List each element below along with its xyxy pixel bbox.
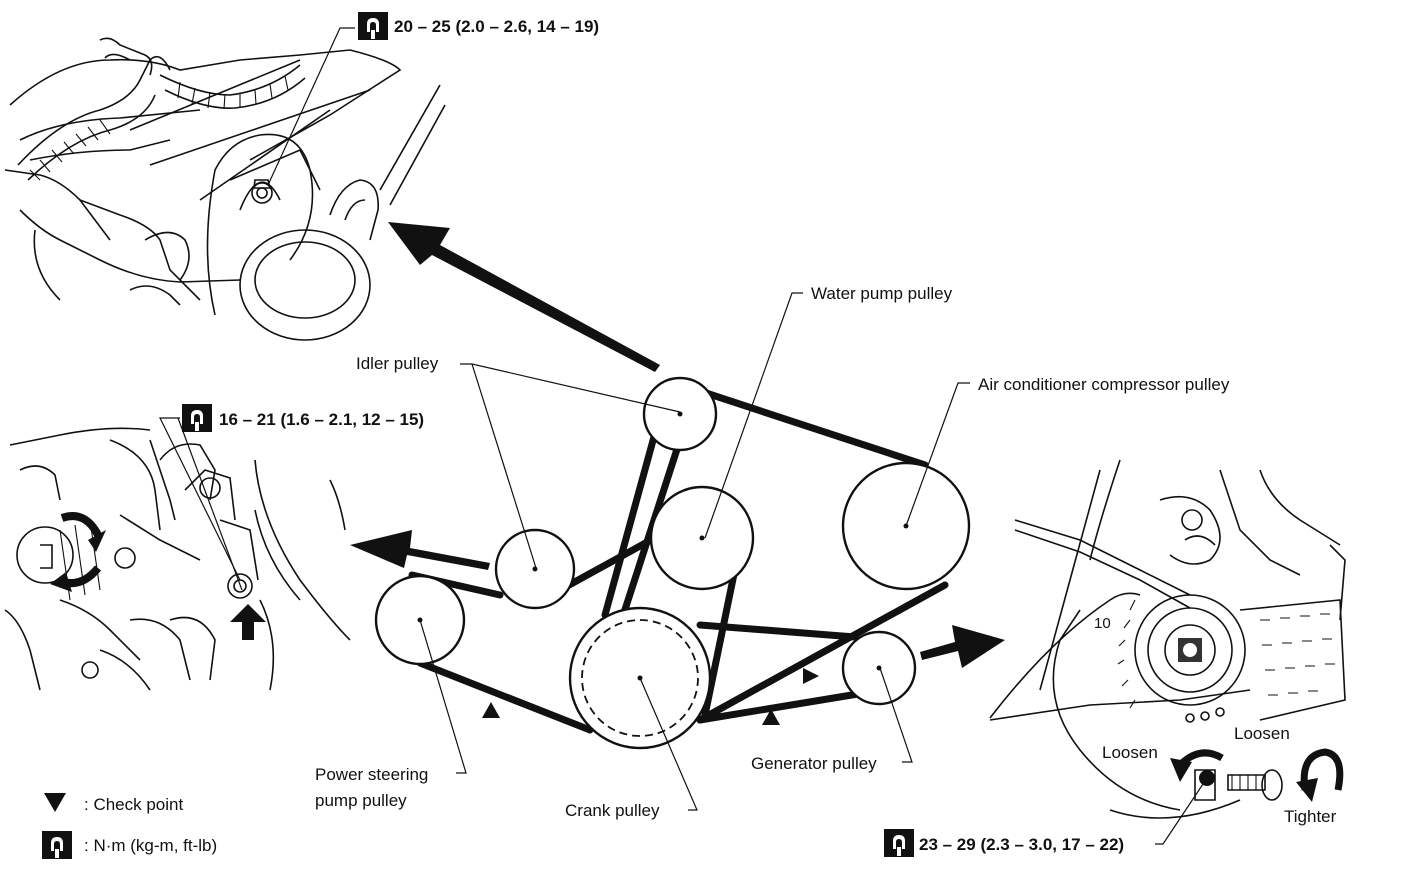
- torque-value-left: 16 – 21 (1.6 – 2.1, 12 – 15): [219, 410, 424, 429]
- tighter-rotation-arrow-icon: [1296, 748, 1344, 802]
- power-steering-pulley-label-line1: Power steering: [315, 765, 428, 784]
- torque-value-top: 20 – 25 (2.0 – 2.6, 14 – 19): [394, 17, 599, 36]
- crank-pulley-label: Crank pulley: [565, 801, 660, 820]
- up-arrow-icon: [230, 604, 266, 640]
- power-steering-pulley-label-line2: pump pulley: [315, 791, 407, 810]
- idler-pulley-label: Idler pulley: [356, 354, 439, 373]
- leader-lines: [159, 27, 1208, 845]
- water-pump-pulley-label: Water pump pulley: [811, 284, 953, 303]
- check-point-icon: [482, 702, 500, 718]
- svg-text:10: 10: [1094, 615, 1111, 632]
- drive-belt: [408, 386, 949, 734]
- torque-wrench-icon: [884, 829, 914, 857]
- torque-value-bottom-right: 23 – 29 (2.3 – 3.0, 17 – 22): [919, 835, 1124, 854]
- pulleys: [374, 376, 971, 750]
- torque-wrench-icon: [182, 404, 212, 432]
- torque-spec-bottom-right: 23 – 29 (2.3 – 3.0, 17 – 22): [884, 829, 1124, 857]
- air-conditioner-pulley-label: Air conditioner compressor pulley: [978, 375, 1230, 394]
- arrow-to-left-detail-icon: [350, 530, 490, 570]
- loosen-rotation-arrow-icon: [1170, 749, 1224, 782]
- torque-spec-left: 16 – 21 (1.6 – 2.1, 12 – 15): [182, 404, 424, 432]
- check-point-icon: [762, 709, 780, 725]
- power-steering-detail-illustration: [4, 427, 351, 691]
- check-point-icon: [803, 668, 819, 684]
- arrow-to-top-detail-icon: [388, 222, 660, 372]
- generator-detail-illustration: 10: [989, 459, 1346, 819]
- loosen-label-left: Loosen: [1102, 743, 1158, 762]
- generator-pulley-label: Generator pulley: [751, 754, 877, 773]
- legend-check-point: : Check point: [84, 795, 183, 814]
- legend: : Check point : N·m (kg-m, ft-lb): [42, 793, 217, 859]
- triangle-check-point-icon: [44, 793, 66, 812]
- legend-torque-unit: : N·m (kg-m, ft-lb): [84, 836, 217, 855]
- idler-pulley-detail-illustration: [4, 37, 446, 341]
- check-point-markers: [482, 668, 819, 725]
- tighter-label: Tighter: [1284, 807, 1337, 826]
- rotation-arrows-icon: [50, 512, 106, 592]
- torque-spec-top: 20 – 25 (2.0 – 2.6, 14 – 19): [358, 12, 599, 40]
- torque-wrench-icon: [42, 831, 72, 859]
- loosen-label-right: Loosen: [1234, 724, 1290, 743]
- torque-wrench-icon: [358, 12, 388, 40]
- arrow-to-right-detail-icon: [920, 625, 1005, 668]
